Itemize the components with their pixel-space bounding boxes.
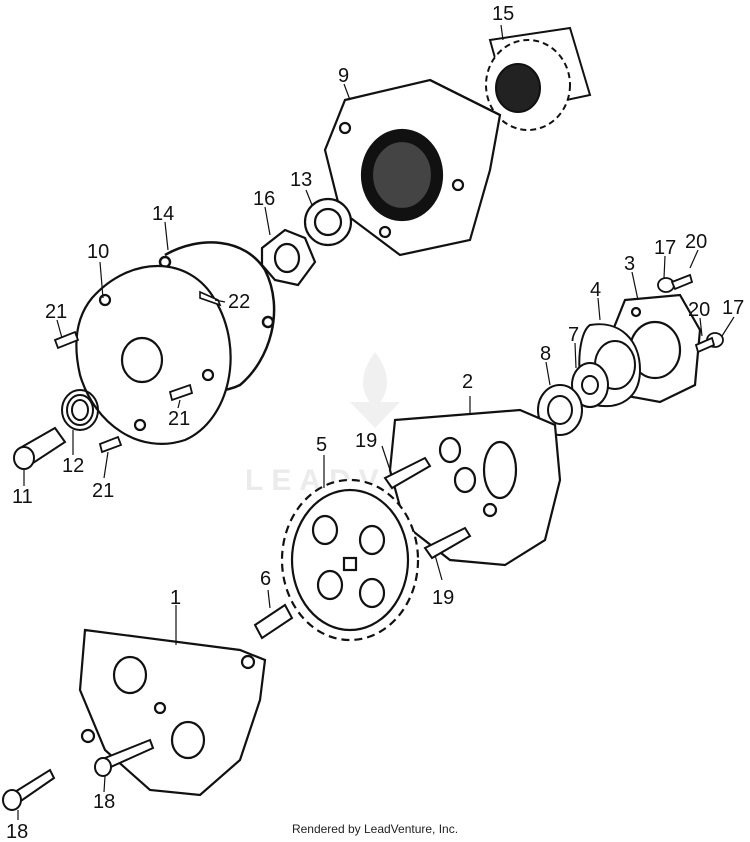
callout-16: 16 — [253, 188, 275, 210]
part-5-driven-gear — [280, 478, 420, 642]
callout-13: 13 — [290, 169, 312, 191]
callout-1: 1 — [170, 587, 181, 609]
part-19-studs — [383, 456, 472, 560]
callout-7: 7 — [568, 324, 579, 346]
callout-18a: 18 — [93, 791, 115, 813]
callout-4: 4 — [590, 279, 601, 301]
part-6-dowel — [253, 603, 294, 640]
callout-6: 6 — [260, 568, 271, 590]
part-16-nut — [260, 228, 317, 287]
part-21-screws — [53, 330, 194, 454]
callout-labels: 1 2 3 4 5 6 7 8 9 10 11 12 13 14 15 16 1… — [6, 3, 744, 842]
part-2-pump-cover — [388, 408, 562, 567]
callout-15: 15 — [492, 3, 514, 25]
leader-lines — [17, 24, 735, 820]
part-10-cover — [75, 265, 232, 445]
callout-21a: 21 — [45, 301, 67, 323]
callout-20b: 20 — [688, 299, 710, 321]
callout-18b: 18 — [6, 821, 28, 842]
part-9-housing — [323, 78, 502, 257]
callout-19a: 19 — [355, 430, 377, 452]
callout-19b: 19 — [432, 587, 454, 609]
callout-12: 12 — [62, 455, 84, 477]
callout-11: 11 — [12, 486, 33, 508]
part-12-spring — [61, 389, 99, 431]
part-15-spur-gear — [485, 26, 592, 131]
callout-21b: 21 — [168, 408, 190, 430]
part-22-cotter-pin — [199, 290, 222, 307]
footer-credit: Rendered by LeadVenture, Inc. — [291, 822, 459, 836]
callout-17b: 17 — [722, 297, 744, 319]
callout-20a: 20 — [685, 231, 707, 253]
part-18-bolts — [2, 738, 155, 811]
callout-22: 22 — [228, 291, 250, 313]
callout-3: 3 — [624, 253, 635, 275]
callout-14: 14 — [152, 203, 174, 225]
callout-2: 2 — [462, 371, 473, 393]
callout-10: 10 — [87, 241, 109, 263]
callout-9: 9 — [338, 65, 349, 87]
part-11-plunger — [13, 426, 67, 470]
part-17-20-fasteners — [657, 273, 724, 354]
callout-5: 5 — [316, 434, 327, 456]
callout-8: 8 — [540, 343, 551, 365]
callout-17a: 17 — [654, 237, 676, 259]
part-7-inner-rotor — [571, 362, 609, 408]
callout-21c: 21 — [92, 480, 114, 502]
part-13-washer — [303, 197, 353, 247]
